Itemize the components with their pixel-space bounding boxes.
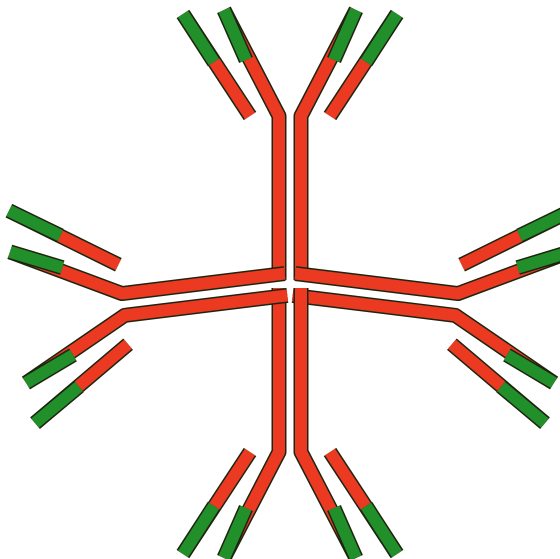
antibody-diagram-canvas bbox=[0, 0, 560, 559]
antibody-diagram bbox=[0, 0, 560, 559]
